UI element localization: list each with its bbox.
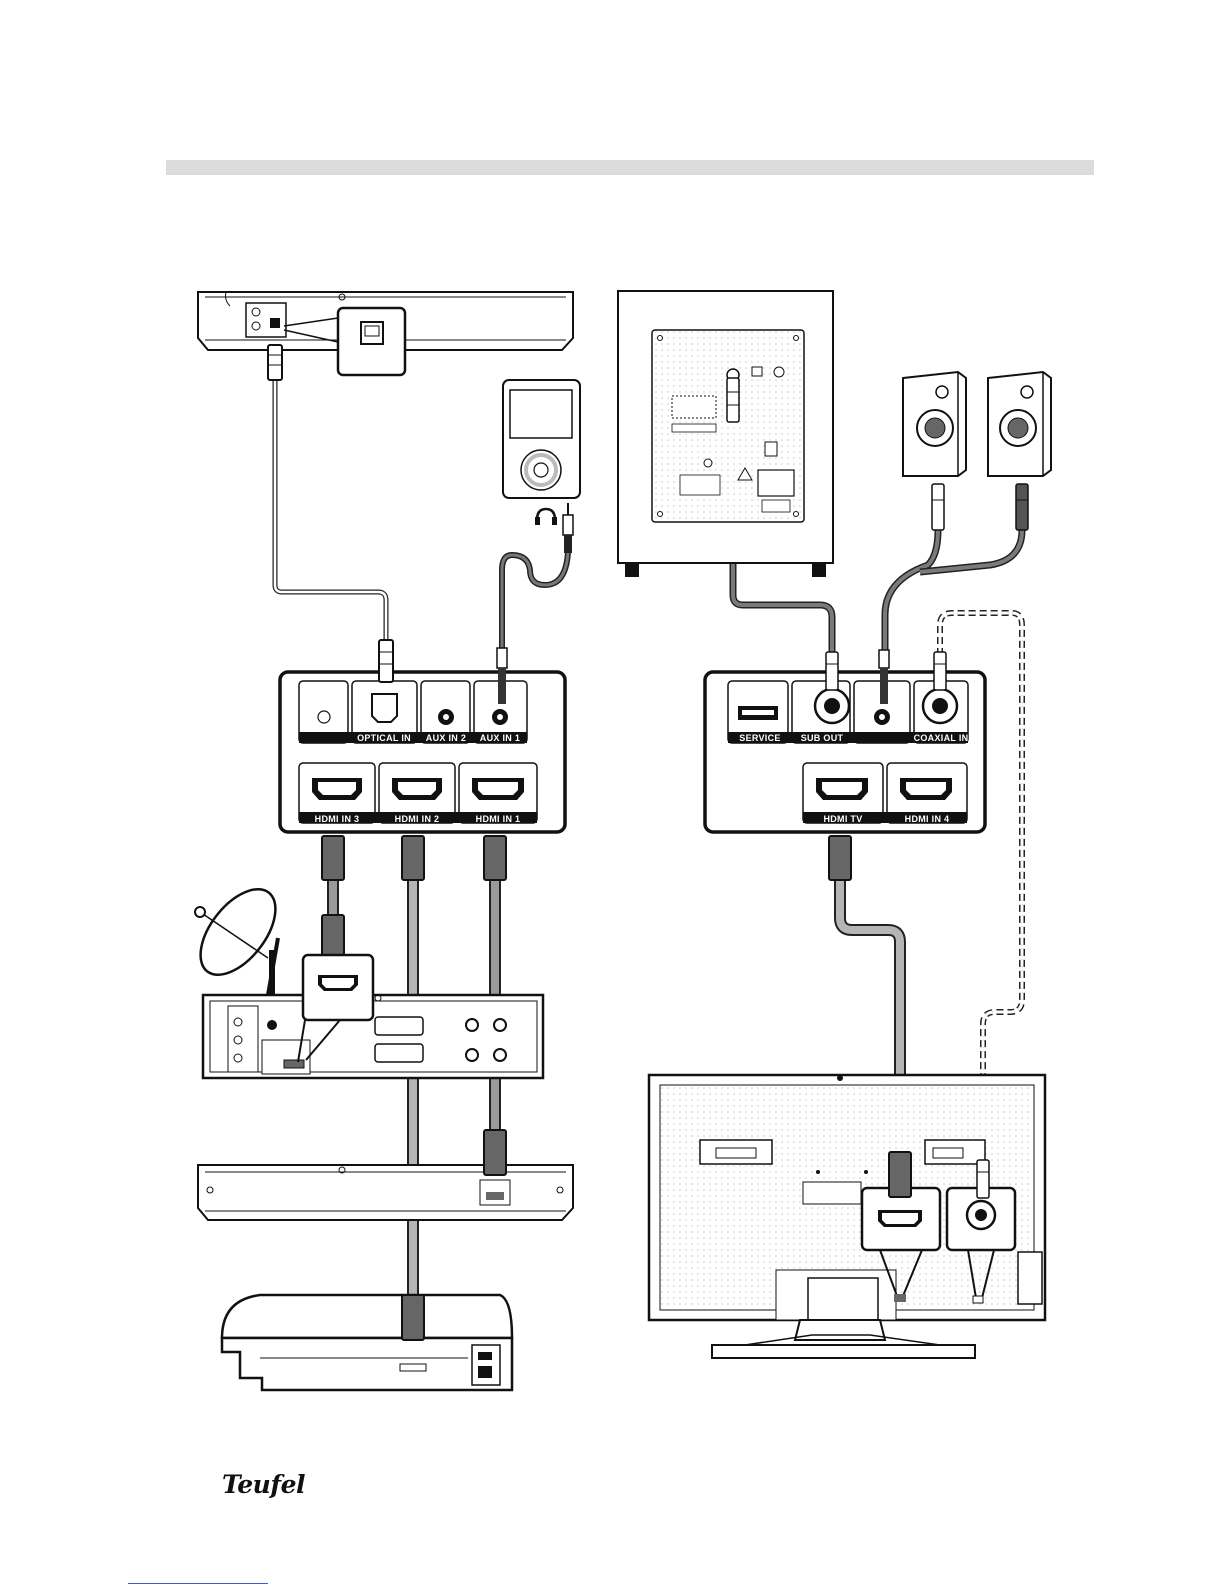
aux-plug-hub bbox=[497, 648, 507, 704]
aux-in-2-label: AUX IN 2 bbox=[426, 733, 466, 743]
hdmi-plugs-left bbox=[322, 836, 506, 880]
hdmi-in-4-label: HDMI IN 4 bbox=[905, 814, 950, 824]
brand-logo: Teufel bbox=[222, 1470, 305, 1499]
optical-in-label: OPTICAL IN bbox=[357, 733, 411, 743]
hdmi-tv-label: HDMI TV bbox=[823, 814, 862, 824]
hdmi-in-2-label: HDMI IN 2 bbox=[395, 814, 440, 824]
coax-plug-tv bbox=[977, 1160, 989, 1198]
hdmi-in-3-label: HDMI IN 3 bbox=[315, 814, 360, 824]
optical-plug bbox=[268, 345, 282, 380]
aux-cable bbox=[502, 552, 568, 650]
aux-plug-ipod bbox=[563, 503, 573, 553]
hdmi-plug-bluray bbox=[484, 1130, 506, 1175]
speaker-left bbox=[903, 372, 966, 476]
headphone-icon bbox=[535, 509, 557, 525]
coaxial-in-label: COAXIAL IN bbox=[914, 733, 969, 743]
aux-in-1-label: AUX IN 1 bbox=[480, 733, 520, 743]
sub-rca-plug bbox=[727, 369, 739, 422]
hdmi-plug-console bbox=[402, 1295, 424, 1340]
speaker-right bbox=[988, 372, 1051, 476]
hub-right-panel bbox=[705, 672, 985, 832]
game-console bbox=[222, 1295, 512, 1390]
hdmi-plug-sat bbox=[322, 915, 344, 960]
optical-plug-hub bbox=[379, 640, 393, 682]
dvd-player bbox=[198, 292, 573, 375]
bluray-player bbox=[198, 1165, 573, 1220]
hdmi-in-1-label: HDMI IN 1 bbox=[476, 814, 521, 824]
speaker-cable bbox=[885, 530, 938, 655]
service-label: SERVICE bbox=[739, 733, 780, 743]
hub-left-panel bbox=[280, 672, 565, 832]
optical-cable bbox=[275, 380, 386, 650]
media-player bbox=[503, 380, 580, 498]
subwoofer bbox=[618, 291, 833, 577]
speaker-rca-plugs bbox=[932, 484, 1028, 530]
sub-out-label: SUB OUT bbox=[801, 733, 844, 743]
hdmi-plug-tv bbox=[889, 1152, 911, 1197]
footer-link-line bbox=[128, 1583, 268, 1584]
hdmi-tv-plug bbox=[829, 836, 851, 880]
